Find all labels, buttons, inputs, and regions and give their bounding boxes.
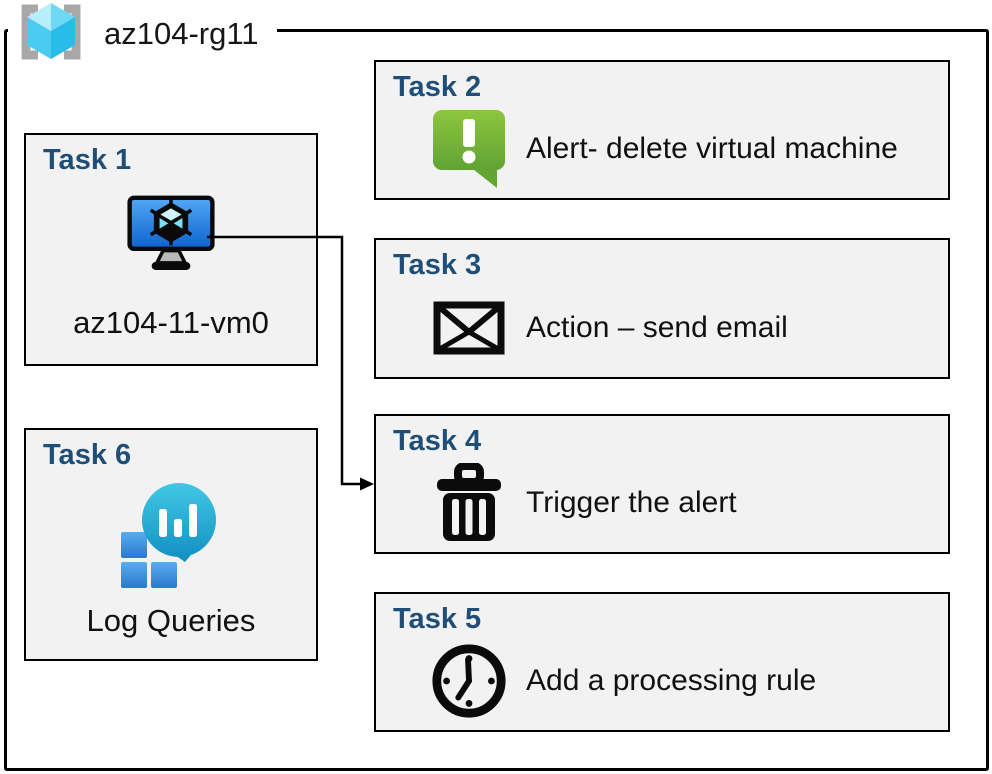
clock-icon [428, 642, 510, 720]
task-2-label: Alert- delete virtual machine [526, 132, 898, 165]
task-3-box: Task 3 Action – send email [374, 238, 950, 379]
task-5-row: Add a processing rule [428, 636, 938, 726]
trash-icon [428, 463, 510, 543]
resource-group-icon [12, 0, 90, 70]
task-4-label: Trigger the alert [526, 486, 737, 519]
task-3-row: Action – send email [428, 282, 938, 373]
virtual-machine-icon [26, 195, 316, 271]
task-3-label: Action – send email [526, 310, 788, 344]
email-icon [428, 301, 510, 355]
task-5-box: Task 5 Add a processing rule [374, 592, 950, 732]
task-3-header: Task 3 [393, 249, 482, 281]
resource-group-title: az104-rg11 [104, 16, 259, 51]
task-6-box: Task 6 Log Queries [24, 428, 318, 661]
task-1-header: Task 1 [43, 144, 132, 176]
task-4-box: Task 4 Trigger the alert [374, 414, 950, 554]
task-6-header: Task 6 [43, 439, 132, 471]
task-2-box: Task 2 Alert- delete virtual machine [374, 60, 950, 200]
task-6-label: Log Queries [86, 603, 256, 638]
alert-icon [428, 108, 510, 190]
task-5-label: Add a processing rule [526, 664, 817, 697]
resource-group-legend: az104-rg11 [8, 2, 277, 66]
task-1-box: Task 1 az104-11-vm0 [24, 133, 318, 366]
task-4-header: Task 4 [393, 425, 482, 457]
log-queries-icon [26, 482, 316, 590]
task-4-row: Trigger the alert [428, 458, 938, 548]
task-2-header: Task 2 [393, 71, 482, 103]
task-1-label: az104-11-vm0 [73, 305, 269, 340]
task-5-header: Task 5 [393, 603, 482, 635]
task-2-row: Alert- delete virtual machine [428, 104, 938, 194]
